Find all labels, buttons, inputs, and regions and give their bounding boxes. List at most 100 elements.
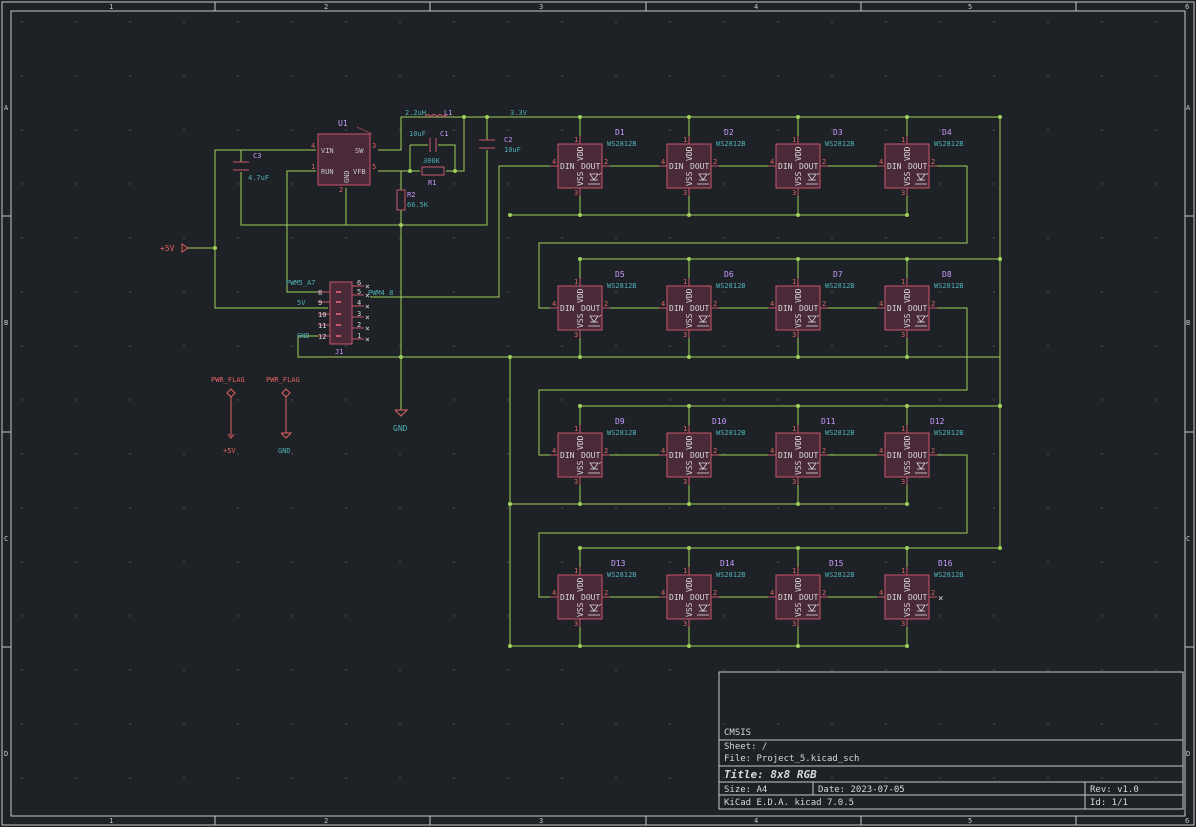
- led-pin-number-din: 4: [552, 158, 556, 166]
- led-pin-number-din: 4: [661, 158, 665, 166]
- led-pin-vss: VSS: [685, 460, 694, 475]
- led-ref: D12: [930, 417, 945, 426]
- led-diode-icon: [806, 603, 820, 616]
- led-pin-number-dout: 2: [931, 589, 935, 597]
- no-connect-icon: ×: [365, 291, 370, 300]
- tb-tool: KiCad E.D.A. kicad 7.0.5: [724, 798, 854, 808]
- led-value: WS2812B: [607, 429, 637, 437]
- led-diode-icon: [697, 461, 711, 474]
- pwr-flag-1-name: PWR_FLAG: [211, 376, 245, 384]
- led-pin-number-din: 4: [661, 300, 665, 308]
- pwr-flag-gnd: PWR_FLAG GND: [266, 376, 300, 455]
- j1-connector[interactable]: J1 PWM5_A7 5V GND PWM4_8 891011126×5×4×3…: [286, 279, 393, 356]
- tb-rev: Rev: v1.0: [1090, 785, 1139, 795]
- c1-ref: C1: [440, 130, 448, 138]
- led-ref: D6: [724, 270, 734, 279]
- led-pin-number-vdd: 1: [683, 567, 687, 575]
- net-3v3-label: 3.3V: [510, 109, 528, 117]
- power-symbols: +5V GND: [160, 243, 409, 433]
- led-pin-vss: VSS: [903, 313, 912, 328]
- junctions: [213, 115, 1002, 648]
- c2-ref: C2: [504, 136, 512, 144]
- led-pin-number-vss: 3: [683, 478, 687, 486]
- led-ref: D16: [938, 559, 953, 568]
- led-pin-number-vdd: 1: [901, 567, 905, 575]
- led-pin-number-vss: 3: [683, 331, 687, 339]
- u1-pin-sw: SW: [355, 147, 364, 155]
- tb-company: CMSIS: [724, 728, 751, 738]
- u1-ref: U1: [338, 119, 348, 128]
- c1-capacitor[interactable]: 10uF C1: [409, 130, 448, 152]
- led-pin-number-vdd: 1: [683, 136, 687, 144]
- led-pin-vdd: VDD: [685, 288, 694, 303]
- led-pin-number-vss: 3: [683, 189, 687, 197]
- j1-label-5v: 5V: [297, 299, 306, 307]
- led-diode-icon: [697, 603, 711, 616]
- pwr-flag-2-name: PWR_FLAG: [266, 376, 300, 384]
- frame-col-label-top: 5: [968, 3, 972, 11]
- j1-label-pwm5: PWM5_A7: [286, 279, 316, 287]
- led-pin-number-vss: 3: [574, 620, 578, 628]
- led-pin-vss: VSS: [794, 171, 803, 186]
- led-pin-number-dout: 2: [713, 589, 717, 597]
- led-pin-number-vss: 3: [792, 620, 796, 628]
- led-pin-number-dout: 2: [604, 589, 608, 597]
- led-pin-din: DIN: [778, 593, 793, 602]
- led-ref: D13: [611, 559, 626, 568]
- tb-title: Title: 8x8 RGB: [724, 768, 817, 781]
- j1-left-pin-number: 12: [318, 333, 326, 341]
- led-pin-number-vss: 3: [901, 331, 905, 339]
- frame-col-label-bottom: 5: [968, 817, 972, 825]
- led-pin-number-vdd: 1: [901, 425, 905, 433]
- led-ref: D9: [615, 417, 625, 426]
- led-pin-number-din: 4: [770, 589, 774, 597]
- led-value: WS2812B: [716, 429, 746, 437]
- r1-resistor[interactable]: 300K R1: [421, 157, 445, 187]
- led-pin-number-vss: 3: [574, 189, 578, 197]
- tb-id: Id: 1/1: [1090, 798, 1128, 808]
- led-pin-dout: DOUT: [581, 593, 600, 602]
- led-pin-din: DIN: [887, 162, 902, 171]
- led-pin-number-din: 4: [552, 300, 556, 308]
- led-value: WS2812B: [825, 282, 855, 290]
- led-pin-din: DIN: [887, 451, 902, 460]
- led-diode-icon: [588, 314, 602, 327]
- led-pin-din: DIN: [669, 304, 684, 313]
- tb-file: File: Project_5.kicad_sch: [724, 754, 859, 764]
- c2-capacitor[interactable]: C2 10uF: [479, 136, 521, 154]
- u1-pin-run: RUN: [321, 168, 334, 176]
- r2-resistor[interactable]: R2 66.5K: [396, 189, 429, 211]
- led-ref: D4: [942, 128, 952, 137]
- led-pin-dout: DOUT: [799, 593, 818, 602]
- no-connect-icon: ×: [365, 313, 370, 322]
- l1-inductor[interactable]: 2.2uH L1: [405, 109, 452, 119]
- led-pin-number-vdd: 1: [683, 425, 687, 433]
- led-pin-number-din: 4: [770, 300, 774, 308]
- u1-pin-vfb: VFB: [353, 168, 366, 176]
- u1-regulator[interactable]: U1 VIN RUN SW VFB GND 4 1 3 5 2: [311, 119, 376, 194]
- frame-row-label-right: C: [1186, 535, 1190, 543]
- r1-value: 300K: [423, 157, 441, 165]
- led-pin-din: DIN: [887, 593, 902, 602]
- led-pin-din: DIN: [778, 304, 793, 313]
- led-pin-dout: DOUT: [581, 162, 600, 171]
- c3-capacitor[interactable]: C3 4.7uF: [233, 152, 269, 182]
